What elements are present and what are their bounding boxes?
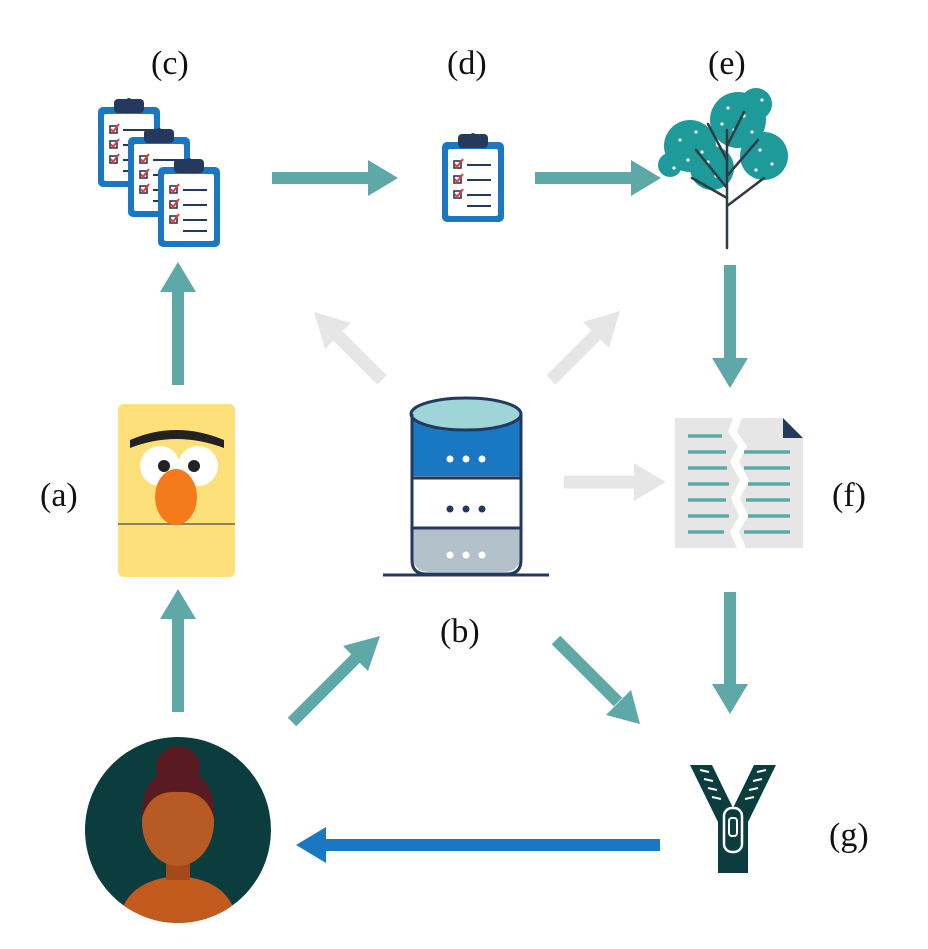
clipboards-stack-icon (97, 97, 221, 248)
arrow-e-to-f (712, 265, 748, 388)
bert-puppet-icon (118, 404, 235, 577)
arrow-b-to-e-gray (546, 311, 620, 385)
torn-document-icon (675, 418, 803, 548)
label-b: (b) (440, 613, 480, 650)
arrow-d-to-e (535, 160, 661, 196)
arrow-user-to-b (287, 636, 380, 727)
database-icon (383, 396, 549, 577)
label-e: (e) (708, 45, 746, 82)
label-f: (f) (832, 477, 866, 514)
arrow-a-to-c (160, 262, 196, 385)
arrow-b-to-c-gray (314, 312, 387, 385)
label-c: (c) (151, 45, 189, 82)
arrow-f-to-g (712, 592, 748, 714)
arrow-b-to-g (551, 635, 640, 724)
person-avatar-icon (85, 737, 271, 923)
arrow-g-to-user (296, 827, 660, 863)
clipboard-icon (441, 132, 505, 223)
arrow-user-to-a (160, 589, 196, 712)
label-d: (d) (447, 45, 487, 82)
label-g: (g) (829, 817, 869, 854)
tree-icon (658, 88, 788, 250)
arrows (160, 160, 748, 863)
label-a: (a) (40, 477, 78, 514)
arrow-b-to-f-gray (564, 463, 666, 501)
arrow-c-to-d (272, 160, 398, 196)
zipper-icon (690, 765, 776, 873)
